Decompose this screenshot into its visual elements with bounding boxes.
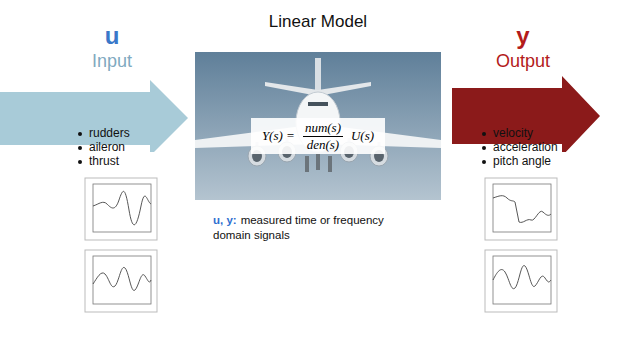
- bullet-dot: [482, 160, 486, 164]
- bullet-item: velocity: [482, 127, 533, 140]
- arrow-fill: [452, 76, 600, 152]
- signal-symbols: u, y:: [213, 214, 237, 226]
- sky: [195, 52, 441, 200]
- bullet-item: aileron: [78, 141, 125, 154]
- landing-gear: [328, 156, 332, 172]
- fraction: num(s)den(s): [303, 120, 343, 152]
- cockpit-window: [308, 102, 328, 106]
- signal-name: rudders: [89, 127, 130, 140]
- signal-name: aileron: [89, 141, 125, 154]
- signal-symbol: y: [473, 22, 573, 50]
- signal-name: velocity: [493, 127, 533, 140]
- formula-term: U(s): [349, 128, 376, 144]
- formula-term: Y(s) =: [260, 128, 297, 144]
- signal-heading: Input: [62, 51, 162, 72]
- landing-gear: [316, 154, 320, 170]
- denominator: den(s): [305, 137, 342, 153]
- signal-name: acceleration: [493, 141, 558, 154]
- bullet-item: thrust: [78, 155, 119, 168]
- bullet-item: acceleration: [482, 141, 558, 154]
- note: u, y:measured time or frequency domain s…: [213, 213, 423, 243]
- output-plot: [485, 250, 557, 312]
- bullet-dot: [78, 132, 82, 136]
- formula-term: Y(s) =: [260, 128, 297, 144]
- input-plot: [85, 178, 157, 240]
- note-text: measured time or frequency domain signal…: [213, 214, 384, 241]
- arrow-fill: [0, 80, 188, 152]
- diagram-title: Linear Model: [195, 12, 441, 32]
- bullet-dot: [482, 146, 486, 150]
- bullet-dot: [78, 160, 82, 164]
- bullet-dot: [78, 146, 82, 150]
- numerator: num(s): [303, 120, 343, 137]
- signal-name: thrust: [89, 155, 119, 168]
- bullet-dot: [482, 132, 486, 136]
- formula-term: U(s): [349, 128, 376, 144]
- signal-symbol: u: [62, 22, 162, 50]
- signal-heading: Output: [473, 51, 573, 72]
- signal-name: pitch angle: [493, 155, 551, 168]
- model-picture: Y(s) = num(s)den(s) U(s): [195, 52, 441, 200]
- output-plot: [485, 178, 557, 240]
- landing-gear: [305, 156, 309, 172]
- transfer-function: Y(s) = num(s)den(s) U(s): [251, 118, 385, 154]
- bullet-item: rudders: [78, 127, 130, 140]
- input-plot: [85, 250, 157, 312]
- bullet-item: pitch angle: [482, 155, 551, 168]
